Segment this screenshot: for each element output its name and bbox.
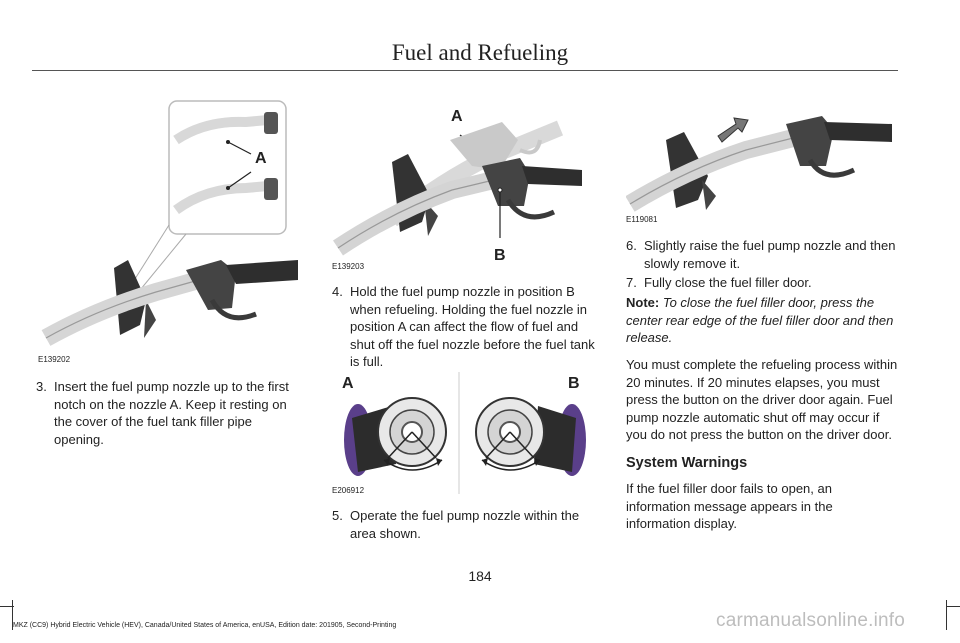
header-rule (32, 70, 898, 71)
page-number: 184 (468, 568, 492, 584)
figure-code: E119081 (626, 215, 658, 224)
step-number: 7. (626, 275, 637, 290)
figure-code: E139202 (38, 355, 71, 364)
refueling-time-paragraph: You must complete the refueling process … (626, 357, 898, 442)
note-label: Note: (626, 295, 660, 310)
figure-nozzle-positions: A B (332, 100, 600, 262)
fig2-label-a: A (451, 108, 463, 125)
step-text: Fully close the fuel filler door. (644, 275, 812, 290)
figure-code: E206912 (332, 486, 365, 495)
section-text: If the fuel filler door fails to open, a… (626, 481, 833, 531)
step-number: 4. (332, 284, 343, 299)
step-number: 6. (626, 238, 637, 253)
section-heading: System Warnings (626, 455, 748, 471)
step-text: Operate the fuel pump nozzle within the … (350, 508, 580, 541)
crop-mark (0, 606, 14, 607)
step-5: 5. Operate the fuel pump nozzle within t… (332, 507, 600, 542)
step-4: 4. Hold the fuel pump nozzle in position… (332, 283, 600, 371)
figure-operating-area: A B (332, 368, 600, 496)
figure-nozzle-insert: A (36, 100, 302, 362)
page-title: Fuel and Refueling (391, 40, 569, 65)
note: Note: To close the fuel filler door, pre… (626, 294, 898, 347)
step-number: 5. (332, 508, 343, 523)
crop-mark (946, 600, 947, 630)
crop-mark (12, 600, 13, 630)
fig3-label-b: B (568, 375, 580, 392)
fig1-label-a: A (255, 150, 267, 167)
fig2-label-b: B (494, 247, 506, 262)
figure-nozzle-remove (626, 100, 894, 212)
note-text: To close the fuel filler door, press the… (626, 295, 894, 345)
step-text: Insert the fuel pump nozzle up to the fi… (54, 379, 289, 447)
watermark: carmanualsonline.info (716, 610, 906, 631)
step-number: 3. (36, 379, 47, 394)
fig3-label-a: A (342, 375, 354, 392)
step-6: 6. Slightly raise the fuel pump nozzle a… (626, 237, 898, 272)
step-7: 7. Fully close the fuel filler door. (626, 274, 898, 292)
footer-edition: MKZ (CC9) Hybrid Electric Vehicle (HEV),… (13, 622, 397, 629)
step-text: Slightly raise the fuel pump nozzle and … (644, 238, 896, 271)
step-text: Hold the fuel pump nozzle in position B … (350, 284, 595, 369)
crop-mark (946, 606, 960, 607)
step-3: 3. Insert the fuel pump nozzle up to the… (36, 378, 304, 448)
figure-code: E139203 (332, 262, 365, 271)
